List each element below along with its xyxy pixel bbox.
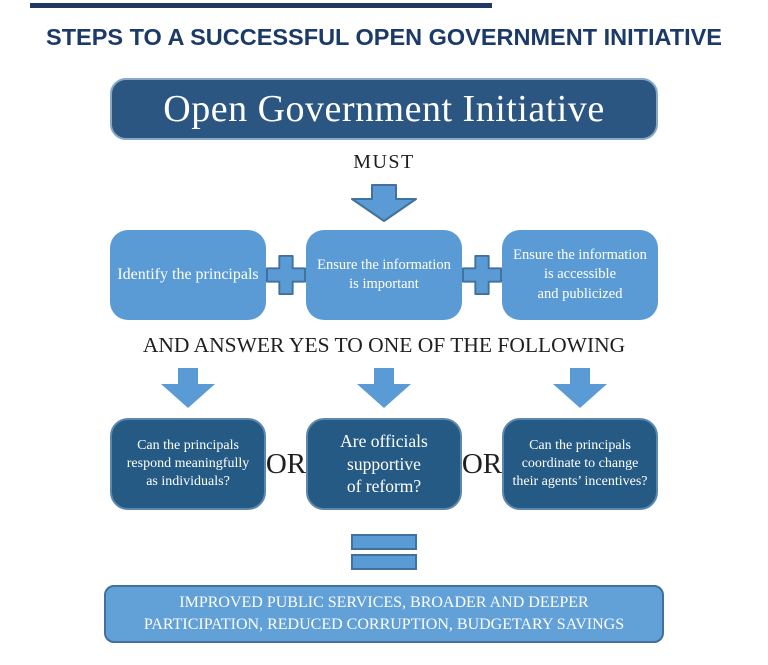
outcome-box: IMPROVED PUBLIC SERVICES, BROADER AND DE… xyxy=(104,585,664,643)
arrows-row xyxy=(110,368,658,408)
page-title: STEPS TO A SUCCESSFUL OPEN GOVERNMENT IN… xyxy=(46,24,722,50)
plus-cell xyxy=(266,254,306,296)
top-edge-bar xyxy=(30,3,492,8)
or-cell: OR xyxy=(266,448,306,481)
question-label: Are officials supportive of reform? xyxy=(340,430,428,497)
down-arrow-icon xyxy=(351,184,417,222)
down-arrow-icon xyxy=(357,368,411,408)
requirement-label: Identify the principals xyxy=(117,266,259,284)
down-arrow-icon xyxy=(161,368,215,408)
requirement-box: Ensure the information is accessible and… xyxy=(502,230,658,320)
plus-icon xyxy=(266,255,306,295)
arrow-cell xyxy=(502,368,658,408)
question-label: Can the principals respond meaningfully … xyxy=(126,437,250,490)
banner-open-government-initiative: Open Government Initiative xyxy=(110,78,658,140)
or-label: OR xyxy=(461,447,503,480)
arrow-cell xyxy=(110,368,266,408)
requirement-box: Ensure the information is important xyxy=(306,230,462,320)
equals-icon xyxy=(351,534,417,570)
or-cell: OR xyxy=(462,448,502,481)
plus-cell xyxy=(462,254,502,296)
requirement-box: Identify the principals xyxy=(110,230,266,320)
question-box: Can the principals respond meaningfully … xyxy=(110,418,266,510)
question-box: Are officials supportive of reform? xyxy=(306,418,462,510)
or-label: OR xyxy=(265,447,307,480)
question-box: Can the principals coordinate to change … xyxy=(502,418,658,510)
outcome-label: IMPROVED PUBLIC SERVICES, BROADER AND DE… xyxy=(143,593,625,633)
requirement-label: Ensure the information is important xyxy=(317,256,451,292)
banner-label: Open Government Initiative xyxy=(163,88,605,130)
requirements-row: Identify the principals Ensure the infor… xyxy=(110,230,658,320)
requirement-label: Ensure the information is accessible and… xyxy=(513,247,647,302)
down-arrow-icon xyxy=(553,368,607,408)
and-answer-label: AND ANSWER YES TO ONE OF THE FOLLOWING xyxy=(142,333,626,357)
arrow-cell xyxy=(306,368,462,408)
questions-row: Can the principals respond meaningfully … xyxy=(110,418,658,510)
question-label: Can the principals coordinate to change … xyxy=(512,437,648,490)
must-label: MUST xyxy=(353,151,415,173)
plus-icon xyxy=(462,255,502,295)
